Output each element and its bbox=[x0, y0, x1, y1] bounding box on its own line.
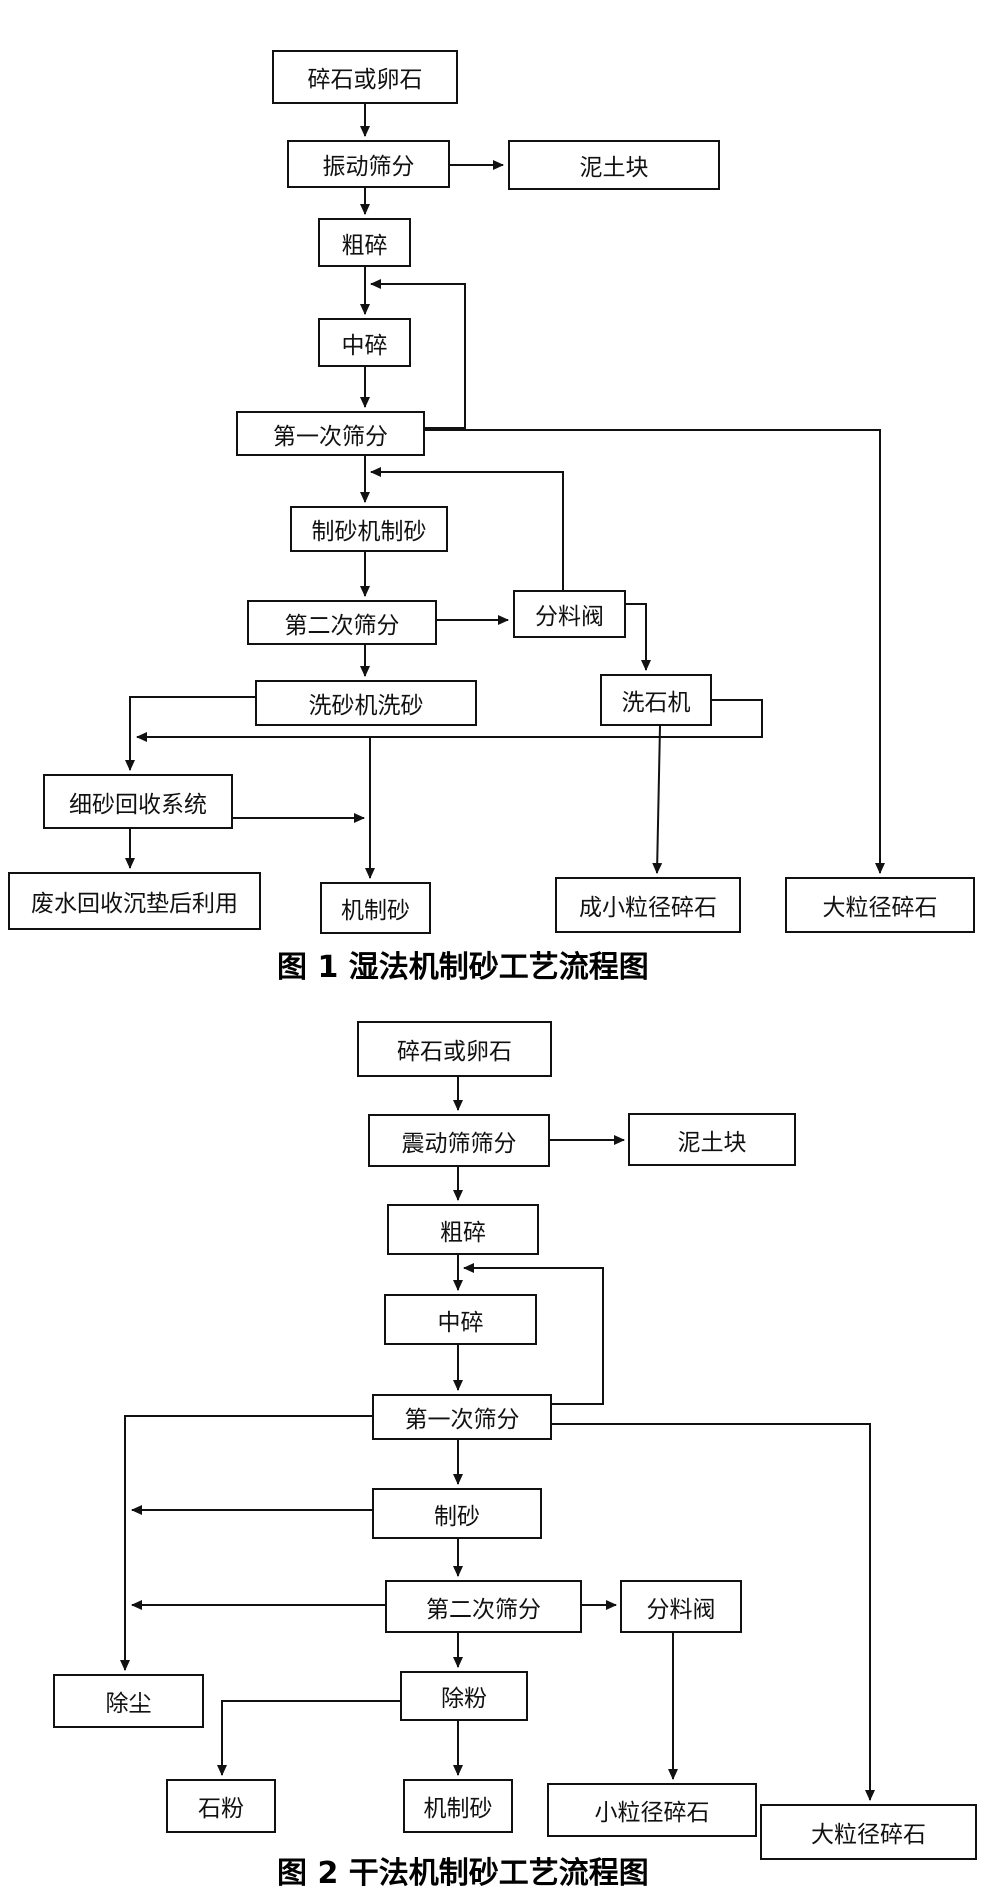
f2-node-mud: 泥土块 bbox=[628, 1113, 796, 1166]
f1-node-raw: 碎石或卵石 bbox=[272, 50, 458, 104]
f1-node-mud: 泥土块 bbox=[508, 140, 720, 190]
f2-caption: 图 2 干法机制砂工艺流程图 bbox=[277, 1856, 649, 1891]
f2-node-powder: 石粉 bbox=[166, 1779, 276, 1833]
f2-node-coarse: 粗碎 bbox=[387, 1204, 539, 1255]
f2-node-raw: 碎石或卵石 bbox=[357, 1021, 552, 1077]
f1-node-sandmaker: 制砂机制砂 bbox=[290, 506, 448, 552]
f2-node-valve: 分料阀 bbox=[620, 1580, 742, 1633]
fig1-connectors bbox=[125, 104, 885, 879]
f1-node-fine: 细砂回收系统 bbox=[43, 774, 233, 829]
f1-node-screen1: 第一次筛分 bbox=[236, 411, 425, 456]
f1-bus-stonewash-return bbox=[136, 699, 763, 742]
f1-node-waste: 废水回收沉垫后利用 bbox=[8, 872, 261, 930]
f2-node-sand: 机制砂 bbox=[403, 1779, 513, 1833]
f1-loop-valve-sandmaker bbox=[370, 467, 564, 590]
f1-node-stonewash: 洗石机 bbox=[600, 674, 712, 726]
f1-node-medium: 中碎 bbox=[318, 318, 411, 367]
f1-node-sand: 机制砂 bbox=[320, 882, 431, 934]
f1-arrow-stonewash-small bbox=[652, 725, 663, 874]
fig2-connectors bbox=[120, 1077, 875, 1801]
f2-node-depowder: 除粉 bbox=[400, 1671, 528, 1721]
f1-node-coarse: 粗碎 bbox=[318, 218, 411, 267]
f1-node-small: 成小粒径碎石 bbox=[555, 877, 741, 933]
f2-arrow-depowder-powder bbox=[217, 1700, 400, 1776]
f1-node-vibrate: 振动筛分 bbox=[287, 140, 450, 188]
f1-node-large: 大粒径碎石 bbox=[785, 877, 975, 933]
f2-node-dust: 除尘 bbox=[53, 1674, 204, 1728]
f2-node-large: 大粒径碎石 bbox=[760, 1804, 977, 1860]
f2-node-medium: 中碎 bbox=[384, 1294, 537, 1345]
f1-node-valve: 分料阀 bbox=[513, 590, 626, 638]
f1-arrow-screen1-large bbox=[425, 429, 885, 874]
f1-arrow-washer-fine bbox=[125, 696, 255, 771]
f2-arrow-screen1-large bbox=[552, 1423, 875, 1801]
f2-node-small: 小粒径碎石 bbox=[547, 1783, 757, 1837]
f2-node-screen2: 第二次筛分 bbox=[385, 1580, 582, 1633]
f1-loop-screen1-medium bbox=[370, 279, 466, 429]
f2-node-screen1: 第一次筛分 bbox=[372, 1394, 552, 1440]
f2-arrow-screen1-dust bbox=[120, 1415, 372, 1671]
f2-loop-screen1-medium bbox=[463, 1263, 604, 1405]
f2-node-vibrate: 震动筛筛分 bbox=[368, 1114, 550, 1167]
f1-caption: 图 1 湿法机制砂工艺流程图 bbox=[277, 950, 649, 985]
f1-node-screen2: 第二次筛分 bbox=[247, 600, 437, 645]
f2-node-sandmaker: 制砂 bbox=[372, 1488, 542, 1539]
f1-node-washer: 洗砂机洗砂 bbox=[255, 680, 477, 726]
f1-arrow-valve-stonewash bbox=[626, 603, 651, 671]
